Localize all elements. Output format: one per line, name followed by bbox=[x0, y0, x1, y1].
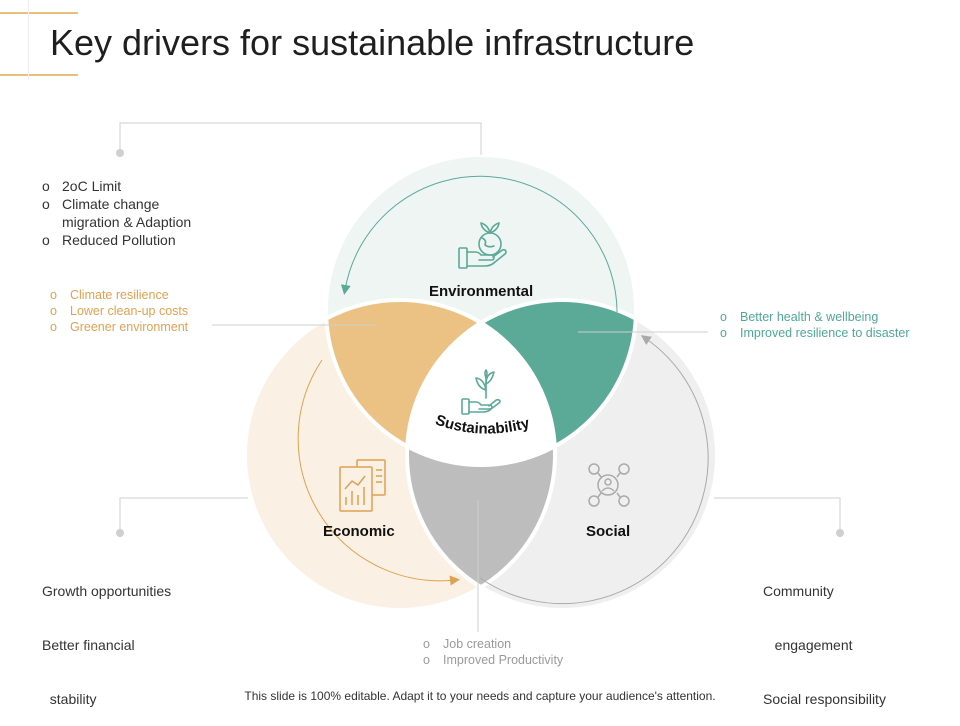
economic-arrow bbox=[297, 359, 460, 586]
social-label: Social bbox=[586, 523, 631, 540]
list-item: Better health & wellbeing bbox=[720, 309, 920, 325]
list-item: Improved Productivity bbox=[423, 652, 623, 668]
economic-connector-dot bbox=[116, 529, 124, 537]
list-item: 2oC Limit bbox=[42, 177, 202, 195]
list-item: Reduced Pollution bbox=[42, 231, 202, 249]
header-accent-line-top bbox=[0, 12, 78, 14]
environmental-connector bbox=[119, 122, 482, 155]
sustainability-center bbox=[407, 300, 555, 465]
list-item: Climate change migration & Adaption bbox=[42, 195, 202, 231]
environmental-list: 2oC Limit Climate change migration & Ada… bbox=[42, 177, 202, 249]
environmental-label: Environmental bbox=[429, 283, 534, 300]
environmental-arrow bbox=[340, 175, 618, 313]
footer-note: This slide is 100% editable. Adapt it to… bbox=[244, 689, 716, 703]
social-arrow bbox=[479, 335, 709, 605]
social-connector-dot bbox=[836, 529, 844, 537]
economic-text: Growth opportunities Better financial st… bbox=[42, 546, 171, 726]
list-item: Lower clean-up costs bbox=[50, 303, 200, 319]
report-chart-icon bbox=[339, 459, 386, 512]
economic-text-line: Growth opportunities bbox=[42, 583, 172, 599]
globe-hand-icon bbox=[458, 222, 507, 269]
plant-hand-icon bbox=[461, 369, 501, 415]
economic-connector bbox=[119, 497, 248, 533]
economic-environmental-list: Climate resilience Lower clean-up costs … bbox=[50, 287, 200, 335]
social-text-line: engagement bbox=[763, 637, 853, 653]
social-text: Community engagement Social responsibili… bbox=[763, 546, 886, 726]
header-accent-line-bottom bbox=[0, 74, 78, 76]
list-item: Climate resilience bbox=[50, 287, 200, 303]
list-item: Greener environment bbox=[50, 319, 200, 335]
page-title: Key drivers for sustainable infrastructu… bbox=[50, 22, 695, 63]
social-environmental-list: Better health & wellbeing Improved resil… bbox=[720, 309, 920, 341]
header-divider bbox=[28, 0, 29, 80]
list-item: Improved resilience to disaster bbox=[720, 325, 920, 341]
social-text-line: Social responsibility bbox=[763, 691, 886, 707]
environmental-connector-dot bbox=[116, 149, 124, 157]
social-connector bbox=[714, 497, 841, 533]
list-item: Job creation bbox=[423, 636, 623, 652]
economic-label: Economic bbox=[323, 523, 395, 540]
economic-text-line: stability bbox=[42, 691, 97, 707]
network-icon bbox=[588, 463, 630, 507]
social-text-line: Community bbox=[763, 583, 834, 599]
economic-text-line: Better financial bbox=[42, 637, 135, 653]
economic-social-list: Job creation Improved Productivity bbox=[423, 636, 623, 668]
